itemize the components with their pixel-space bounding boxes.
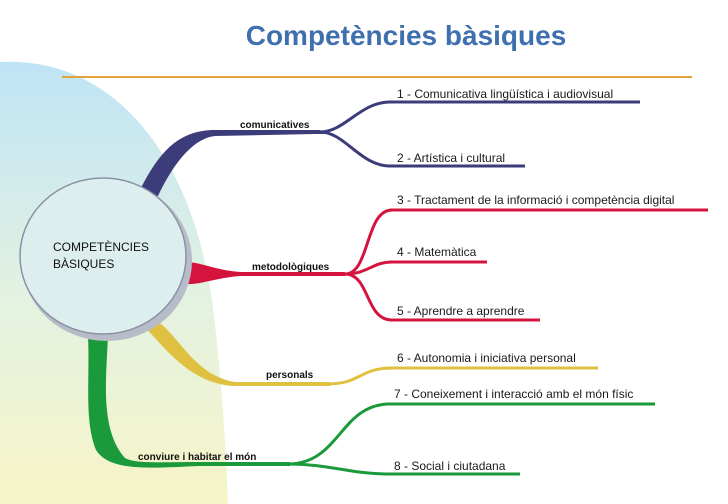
branch-conviure-trunk — [88, 336, 290, 468]
center-node-line2: BÀSIQUES — [53, 256, 114, 271]
branch-comunicatives-trunk — [140, 130, 326, 196]
branch-conviure-label: conviure i habitar el món — [138, 452, 256, 463]
branch-conviure-connector-8 — [287, 462, 391, 476]
branch-metodologiques-connector-4 — [344, 260, 393, 276]
leaf-5-label: 5 - Aprendre a aprendre — [397, 304, 525, 318]
branch-metodologiques-connector-5 — [344, 272, 393, 322]
page-title: Competències bàsiques — [245, 20, 567, 51]
leaf-2-label: 2 - Artística i cultural — [397, 151, 505, 165]
leaf-1-label: 1 - Comunicativa lingüística i audiovisu… — [397, 87, 613, 101]
branch-personals: personals 6 - Autonomia i iniciativa per… — [142, 318, 598, 386]
center-node-line1: COMPETÈNCIES — [53, 239, 149, 254]
branch-comunicatives-connector-1 — [319, 100, 391, 134]
branch-personals-label: personals — [266, 370, 314, 381]
title-underline — [62, 76, 692, 78]
branch-conviure: conviure i habitar el món 7 - Coneixemen… — [88, 336, 655, 476]
branch-comunicatives: comunicatives 1 - Comunicativa lingüísti… — [140, 87, 640, 196]
branch-personals-connector-6 — [327, 366, 393, 386]
branch-metodologiques-label: metodològiques — [252, 262, 330, 273]
leaf-8-label: 8 - Social i ciutadana — [394, 459, 506, 473]
branch-metodologiques: metodològiques 3 - Tractament de la info… — [186, 193, 708, 322]
branch-metodologiques-connector-3 — [344, 208, 393, 276]
center-node-circle — [19, 177, 187, 335]
branch-comunicatives-label: comunicatives — [240, 120, 310, 131]
branch-metodologiques-trunk — [186, 262, 345, 285]
leaf-7-label: 7 - Coneixement i interacció amb el món … — [394, 387, 633, 401]
branch-comunicatives-connector-2 — [319, 130, 391, 168]
center-node: COMPETÈNCIES BÀSIQUES — [19, 177, 192, 341]
branch-personals-trunk — [142, 318, 330, 386]
leaf-6-label: 6 - Autonomia i iniciativa personal — [397, 351, 576, 365]
leaf-4-label: 4 - Matemàtica — [397, 245, 477, 259]
leaf-3-label: 3 - Tractament de la informació i compet… — [397, 193, 674, 207]
branch-conviure-connector-7 — [287, 402, 391, 466]
